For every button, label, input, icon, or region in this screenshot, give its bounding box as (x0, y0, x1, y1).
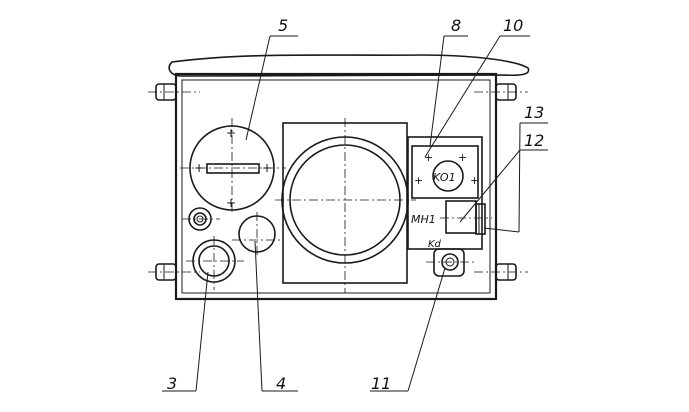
callout-10: 10 (424, 16, 530, 158)
mn1-label: MH1 (411, 213, 436, 226)
housing-outer (174, 72, 498, 301)
ko1-label: KO1 (433, 171, 456, 184)
svg-text:4: 4 (276, 374, 286, 393)
callout-8: 8 (429, 16, 468, 147)
svg-text:5: 5 (278, 16, 288, 35)
mounting-screw-bottom-right (474, 263, 528, 281)
svg-text:11: 11 (371, 374, 391, 393)
kd-connector: Kd (426, 239, 474, 277)
mounting-screw-top-left (148, 83, 200, 101)
svg-text:+: + (424, 151, 433, 164)
svg-text:+: + (262, 161, 272, 175)
port-component-3 (186, 236, 244, 290)
svg-text:12: 12 (524, 131, 544, 150)
main-dial (275, 118, 416, 293)
svg-text:8: 8 (451, 16, 461, 35)
mounting-screw-bottom-left (148, 263, 200, 281)
svg-text:+: + (470, 174, 479, 187)
callout-11: 11 (370, 267, 446, 393)
right-compartment (407, 136, 483, 250)
top-cover (168, 54, 530, 77)
ko1-module: + + + + KO1 (411, 145, 479, 199)
callout-3: 3 (162, 271, 209, 393)
callout-12: 12 (459, 131, 548, 223)
svg-text:3: 3 (167, 374, 177, 393)
mounting-screw-top-right (474, 83, 528, 101)
knob-component-5: + + + + (180, 118, 286, 215)
nut-fitting (182, 207, 220, 231)
svg-text:+: + (226, 196, 236, 210)
svg-text:13: 13 (524, 103, 544, 122)
callout-4: 4 (254, 240, 298, 393)
kd-label: Kd (428, 239, 442, 250)
svg-text:+: + (226, 126, 236, 140)
svg-text:+: + (194, 161, 204, 175)
mh1-switch: MH1 (411, 200, 492, 235)
svg-text:10: 10 (503, 16, 523, 35)
element-component-4 (232, 212, 282, 256)
svg-text:+: + (414, 174, 423, 187)
callout-13: 13 (483, 103, 548, 233)
svg-text:+: + (458, 151, 467, 164)
callout-5: 5 (245, 16, 298, 141)
